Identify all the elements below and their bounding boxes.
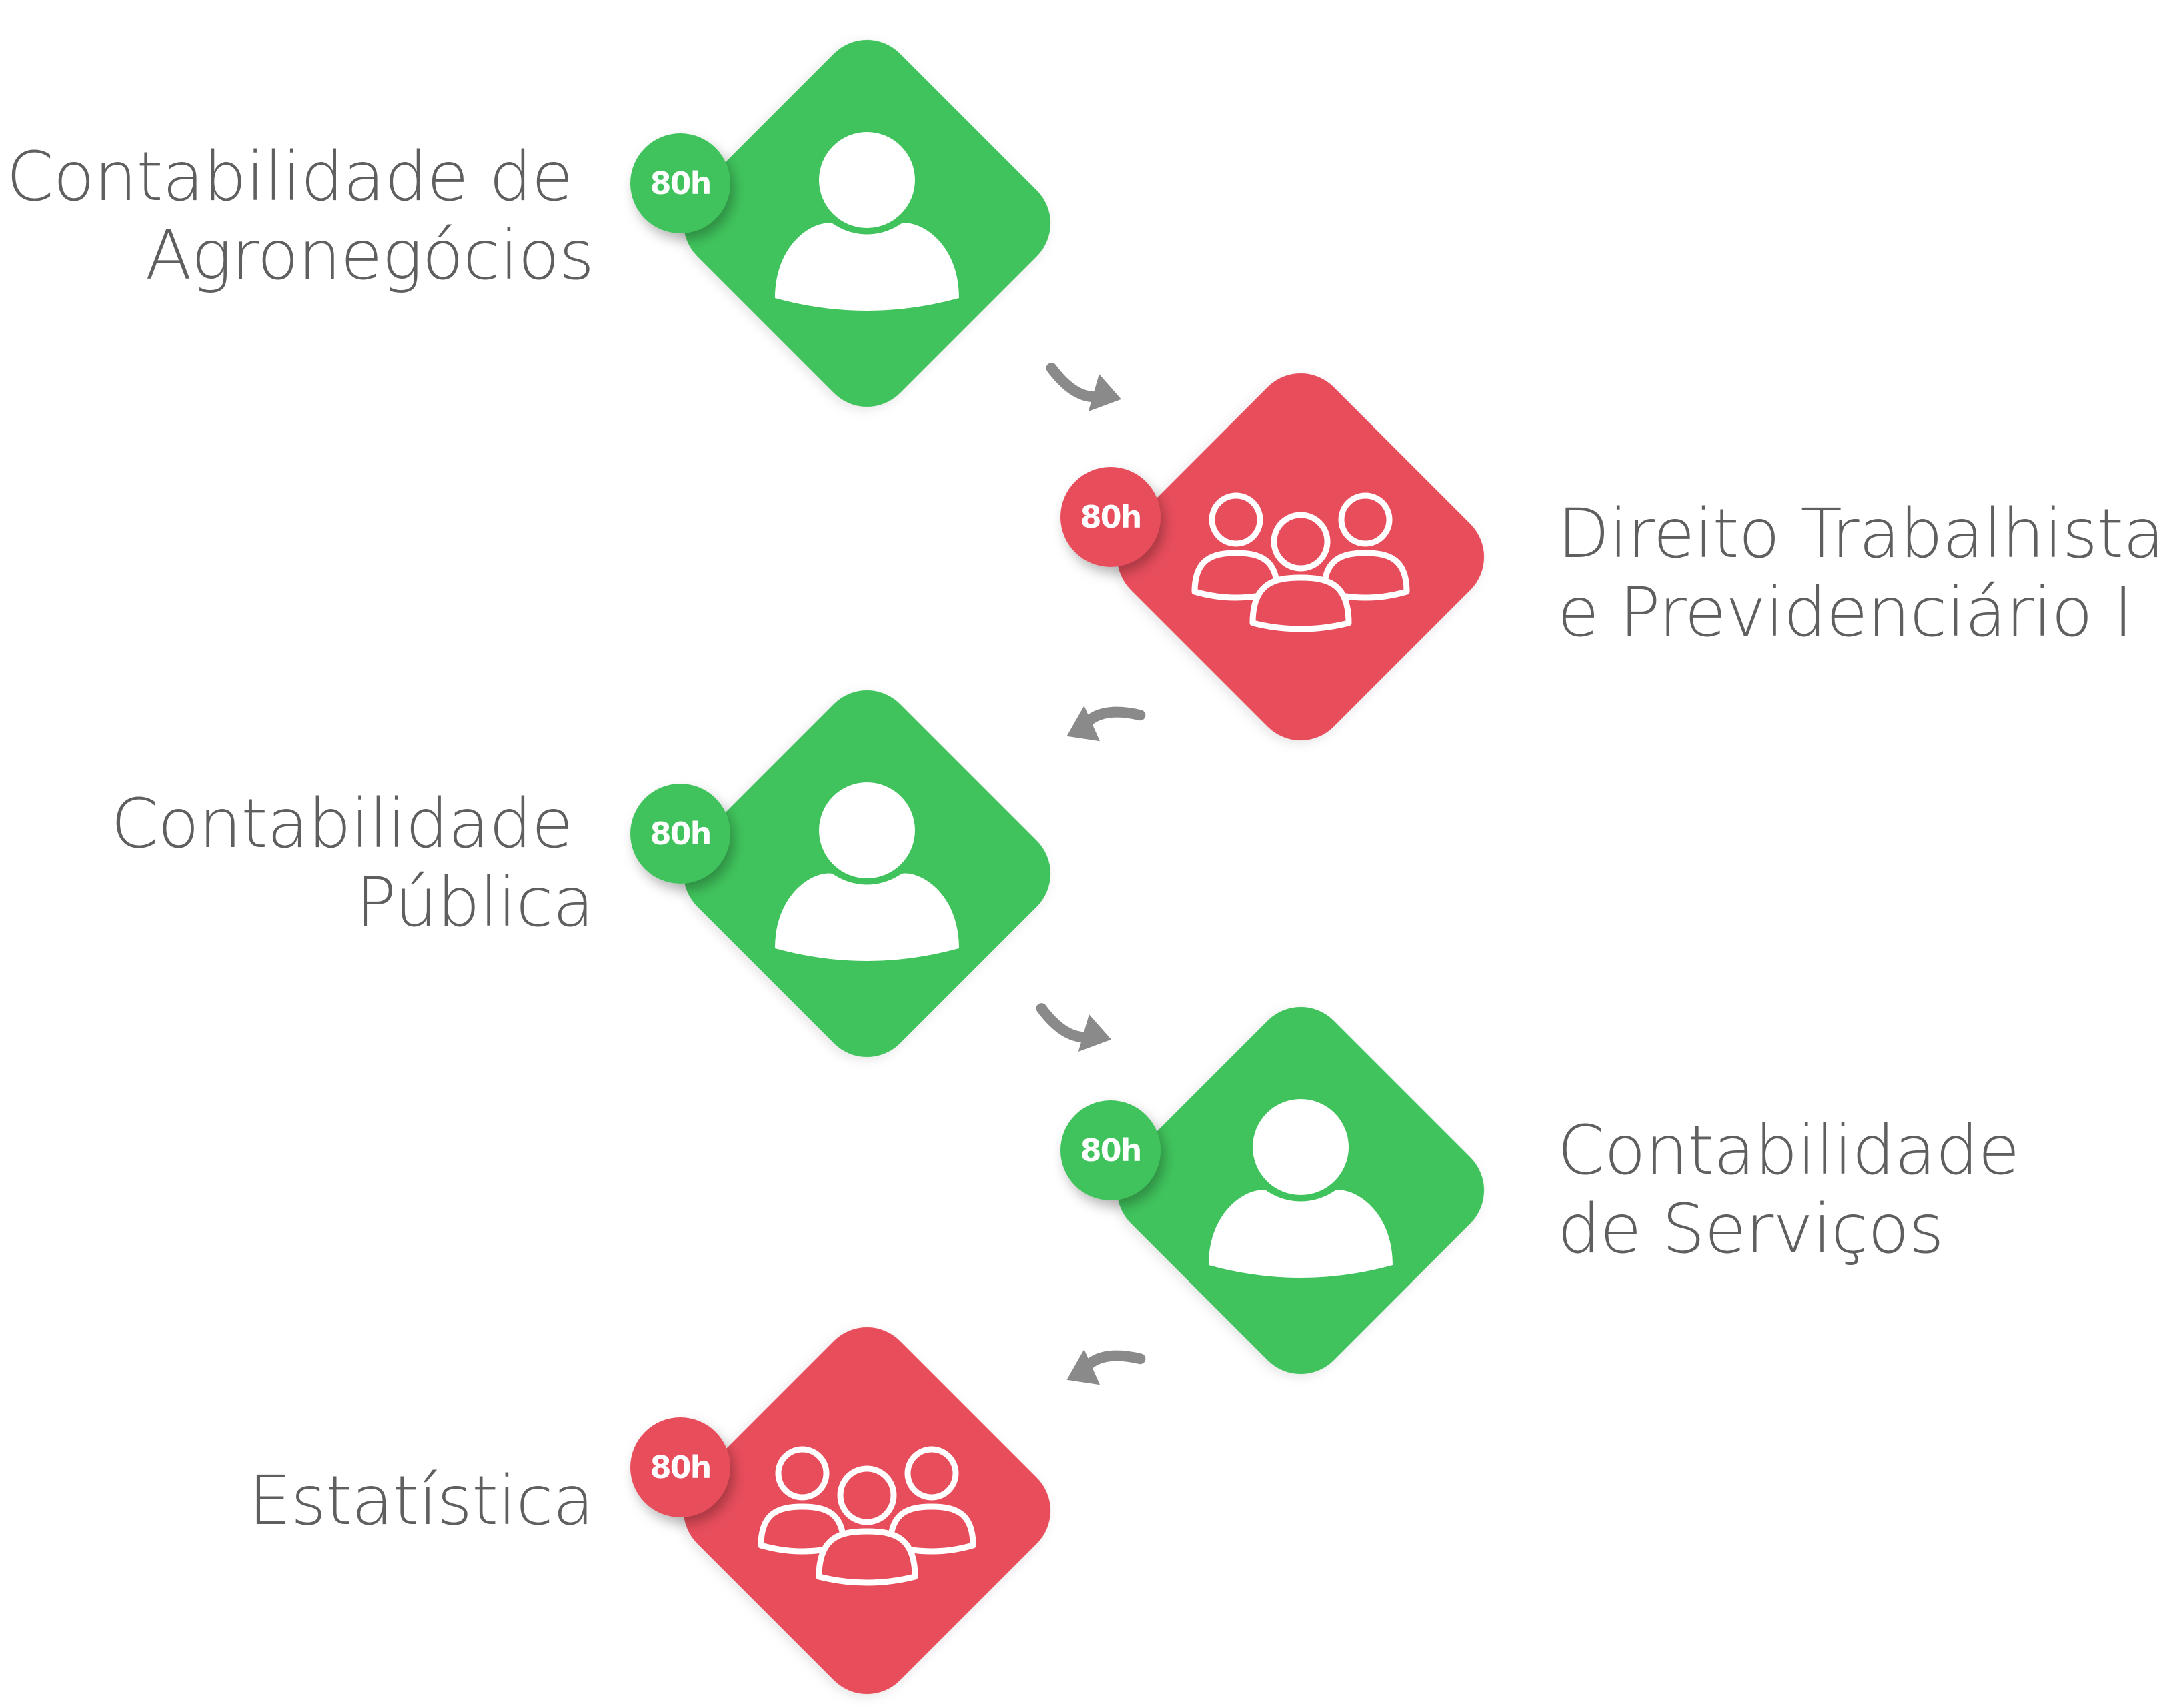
group-icon <box>1191 492 1410 632</box>
person-icon <box>1209 1099 1393 1278</box>
hours-badge-text: 80h <box>650 165 711 201</box>
group-member-body <box>887 1503 976 1555</box>
step-4: 80h <box>1060 1006 1485 1375</box>
connector-arrow-1 <box>1046 363 1121 411</box>
person-body <box>1209 1190 1393 1278</box>
person-head <box>819 782 915 878</box>
arrow-head <box>1078 1014 1111 1052</box>
person-head <box>1253 1099 1349 1195</box>
hours-badge: 80h <box>630 133 730 233</box>
step-5: 80h <box>630 1327 1051 1695</box>
hours-badge: 80h <box>630 784 730 884</box>
person-icon <box>775 132 959 311</box>
group-member-body <box>816 1528 918 1586</box>
group-member-body <box>1249 574 1352 632</box>
step-3-label: Contabilidade Pública <box>111 784 594 942</box>
step-1-label: Contabilidade de Agronegócios <box>6 137 594 295</box>
hours-badge-text: 80h <box>650 1449 711 1485</box>
step-2-label-line-2: e Previdenciário I <box>1557 573 2132 652</box>
group-member-body <box>1191 550 1281 601</box>
step-1-label-line-1: Contabilidade de <box>6 137 572 217</box>
step-2-label: Direito Trabalhista e Previdenciário I <box>1557 494 2171 652</box>
step-2: 80h <box>1060 373 1485 741</box>
connector-arrow-3 <box>1036 1003 1111 1052</box>
connector-arrow-4 <box>1066 1349 1146 1385</box>
arrow-head <box>1088 374 1121 411</box>
hours-badge: 80h <box>630 1417 730 1517</box>
group-member-head <box>837 1465 897 1525</box>
arrow-head <box>1066 706 1101 742</box>
group-member-body <box>758 1503 847 1555</box>
connector-arrow-2 <box>1066 706 1146 742</box>
person-body <box>775 223 959 311</box>
person-body <box>775 873 959 961</box>
person-icon <box>775 782 959 961</box>
step-3: 80h <box>630 690 1051 1058</box>
hours-badge: 80h <box>1060 467 1161 567</box>
step-4-label-line-2: de Serviços <box>1557 1190 1944 1269</box>
group-member-head <box>1338 492 1393 547</box>
step-5-label: Estatística <box>249 1461 594 1541</box>
group-member-head <box>1271 512 1331 572</box>
arrow-head <box>1066 1349 1101 1385</box>
step-4-label-line-1: Contabilidade <box>1557 1111 2019 1190</box>
group-member-body <box>1321 550 1410 601</box>
group-icon <box>758 1446 976 1586</box>
person-head <box>819 132 915 228</box>
hours-badge-text: 80h <box>1080 499 1141 535</box>
step-1: 80h <box>630 39 1051 407</box>
step-4-label: Contabilidade de Serviços <box>1557 1111 2040 1269</box>
hours-badge-text: 80h <box>650 816 711 852</box>
group-member-head <box>1209 492 1263 547</box>
group-member-head <box>775 1446 830 1501</box>
step-2-label-line-1: Direito Trabalhista <box>1557 494 2164 574</box>
step-3-label-line-1: Contabilidade <box>111 784 572 864</box>
step-5-label-line-1: Estatística <box>249 1461 594 1541</box>
step-1-label-line-2: Agronegócios <box>145 216 594 295</box>
step-3-label-line-2: Pública <box>355 863 594 942</box>
hours-badge-text: 80h <box>1080 1132 1141 1168</box>
group-member-head <box>904 1446 959 1501</box>
hours-badge: 80h <box>1060 1100 1161 1200</box>
